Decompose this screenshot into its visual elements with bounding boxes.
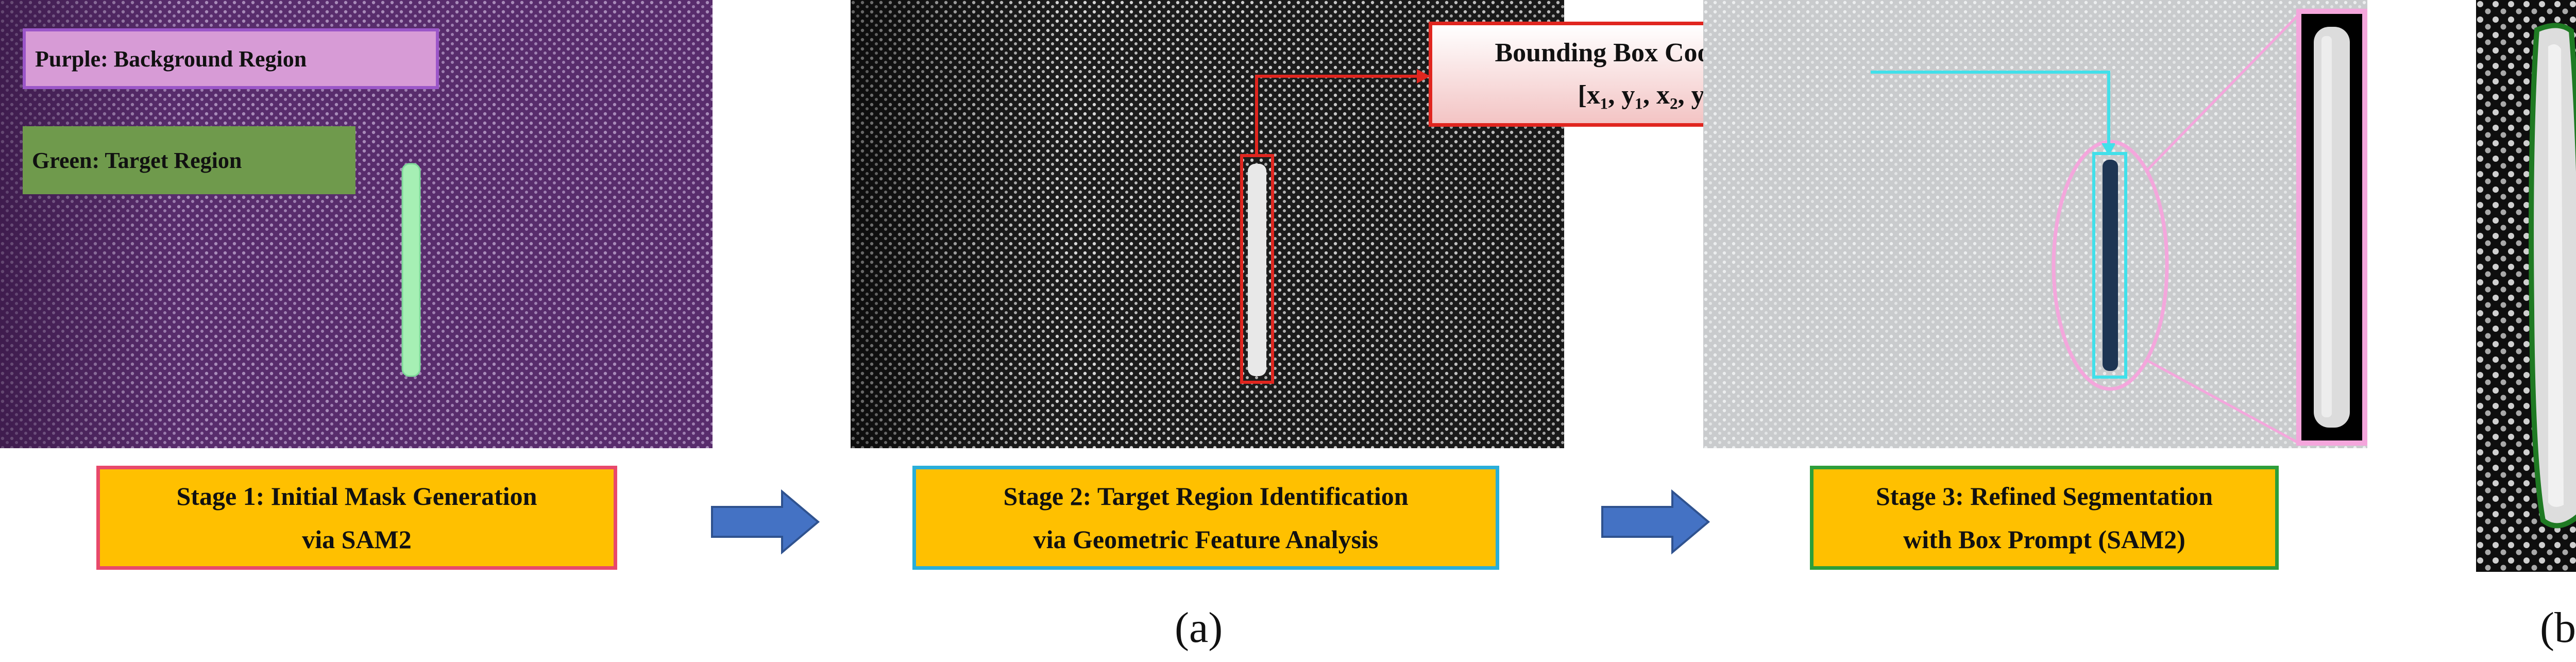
caption-a: (a) (1175, 604, 1223, 652)
stage3-image-svg (1703, 0, 2367, 448)
stage1-box: Stage 1: Initial Mask Generation via SAM… (96, 466, 617, 570)
stage2-box: Stage 2: Target Region Identification vi… (912, 466, 1499, 570)
result-b-image (2476, 0, 2576, 572)
stage2-line2: via Geometric Feature Analysis (1033, 525, 1379, 554)
bounding-box-coords: [x₁, y₁, x₂, y₂] (1578, 80, 1722, 110)
caption-b: (b) (2540, 604, 2576, 652)
stage2-image (851, 0, 1564, 448)
arrow-stage2-to-3 (1601, 489, 1710, 555)
dark-segmented-object (2103, 160, 2118, 371)
legend-green-label: Green: Target Region (23, 126, 355, 194)
stage3-line1: Stage 3: Refined Segmentation (1875, 482, 2213, 511)
green-target-mask (401, 163, 421, 377)
stage3-line2: with Box Prompt (SAM2) (1903, 525, 2185, 554)
stage3-box: Stage 3: Refined Segmentation with Box P… (1810, 466, 2279, 570)
stage1-image: Purple: Background Region Green: Target … (0, 0, 713, 448)
stage1-line2: via SAM2 (302, 525, 412, 554)
result-b-image-svg (2476, 0, 2576, 572)
legend-purple-label: Purple: Background Region (23, 28, 439, 89)
cyan-connector-arrow (1871, 71, 2115, 156)
arrow-stage1-to-2 (711, 489, 820, 555)
stage2-image-svg (851, 0, 1564, 448)
stage1-line1: Stage 1: Initial Mask Generation (176, 482, 537, 511)
bbox-connector-arrow (1255, 69, 1430, 156)
stage3-image (1703, 0, 2367, 448)
stage2-line1: Stage 2: Target Region Identification (1003, 482, 1409, 511)
